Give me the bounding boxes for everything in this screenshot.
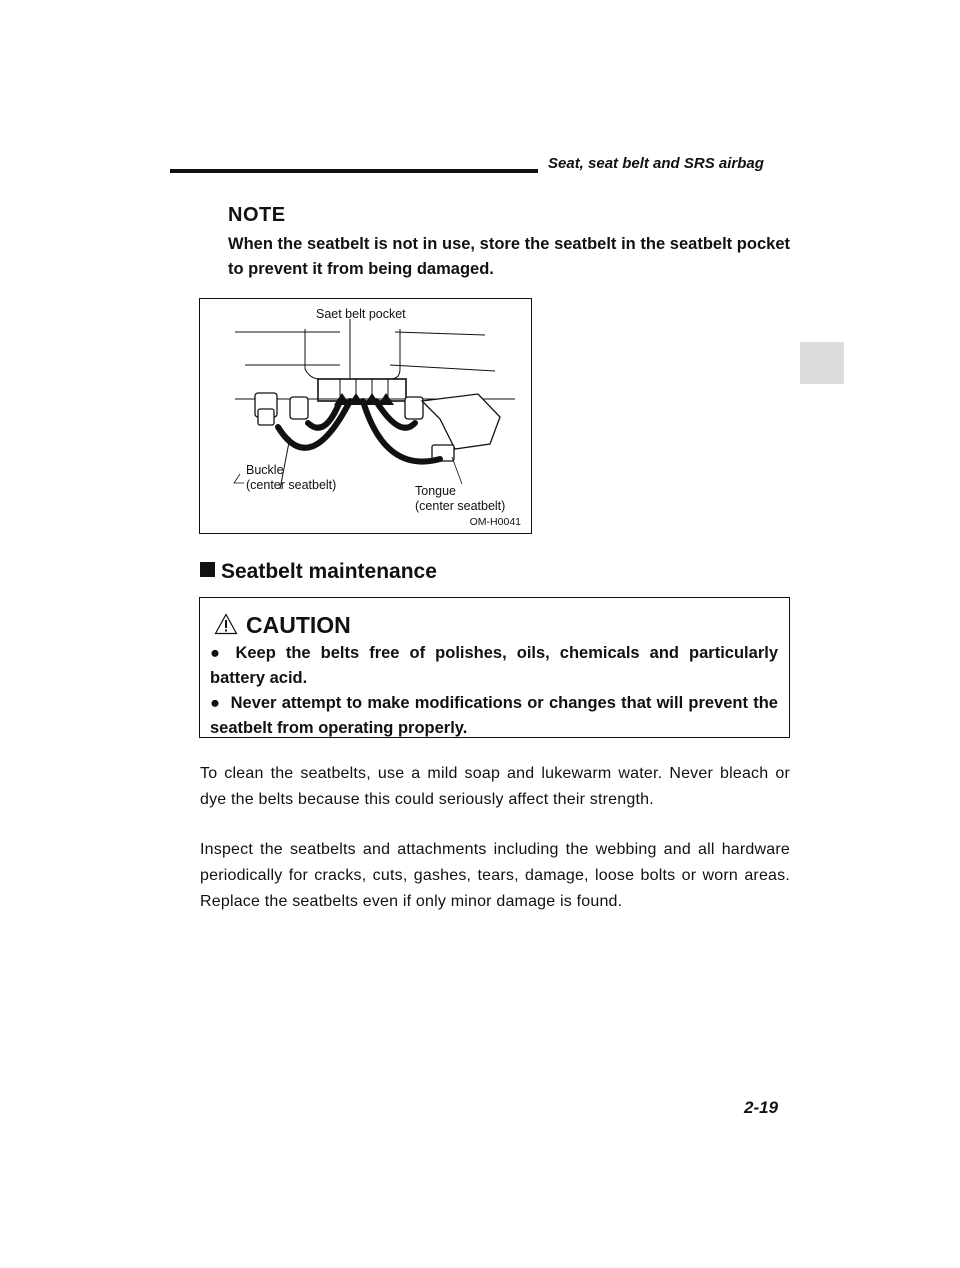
- caution-item-text: Keep the belts free of polishes, oils, c…: [210, 644, 778, 687]
- bullet-icon: ●: [210, 694, 221, 712]
- body-paragraph-cleaning: To clean the seatbelts, use a mild soap …: [200, 765, 790, 808]
- note-text: When the seatbelt is not in use, store t…: [228, 235, 790, 278]
- seatbelt-pocket-illustration: [233, 319, 515, 490]
- header-title: Seat, seat belt and SRS airbag: [548, 155, 764, 172]
- bullet-icon: ●: [210, 644, 226, 662]
- warning-triangle-icon: [214, 613, 238, 635]
- section-heading: Seatbelt maintenance: [200, 560, 437, 584]
- figure-code: OM-H0041: [469, 516, 521, 528]
- label-tongue-detail: (center seatbelt): [415, 499, 506, 513]
- label-buckle-detail: (center seatbelt): [246, 478, 337, 492]
- page-number: 2-19: [744, 1098, 779, 1117]
- caution-title-text: CAUTION: [246, 612, 351, 638]
- caution-title: CAUTION: [214, 612, 351, 639]
- caution-item: ●Keep the belts free of polishes, oils, …: [210, 641, 778, 691]
- caution-item-text: Never attempt to make modifications or c…: [210, 694, 778, 737]
- note-heading: NOTE: [228, 204, 286, 226]
- caution-item: ●Never attempt to make modifications or …: [210, 691, 778, 741]
- caution-box: CAUTION ●Keep the belts free of polishes…: [199, 597, 790, 738]
- caution-list: ●Keep the belts free of polishes, oils, …: [210, 641, 778, 741]
- label-seat-belt-pocket: Saet belt pocket: [316, 307, 406, 321]
- label-tongue: Tongue: [415, 484, 457, 498]
- section-marker-icon: [200, 562, 215, 577]
- chapter-tab: [800, 342, 844, 384]
- body-paragraph-inspection: Inspect the seatbelts and attachments in…: [200, 841, 790, 910]
- label-buckle: Buckle: [246, 463, 284, 477]
- header-rule: [170, 169, 538, 173]
- seatbelt-pocket-figure: Saet belt pocket Buckle (center seatbelt…: [199, 298, 532, 534]
- section-heading-text: Seatbelt maintenance: [221, 560, 437, 583]
